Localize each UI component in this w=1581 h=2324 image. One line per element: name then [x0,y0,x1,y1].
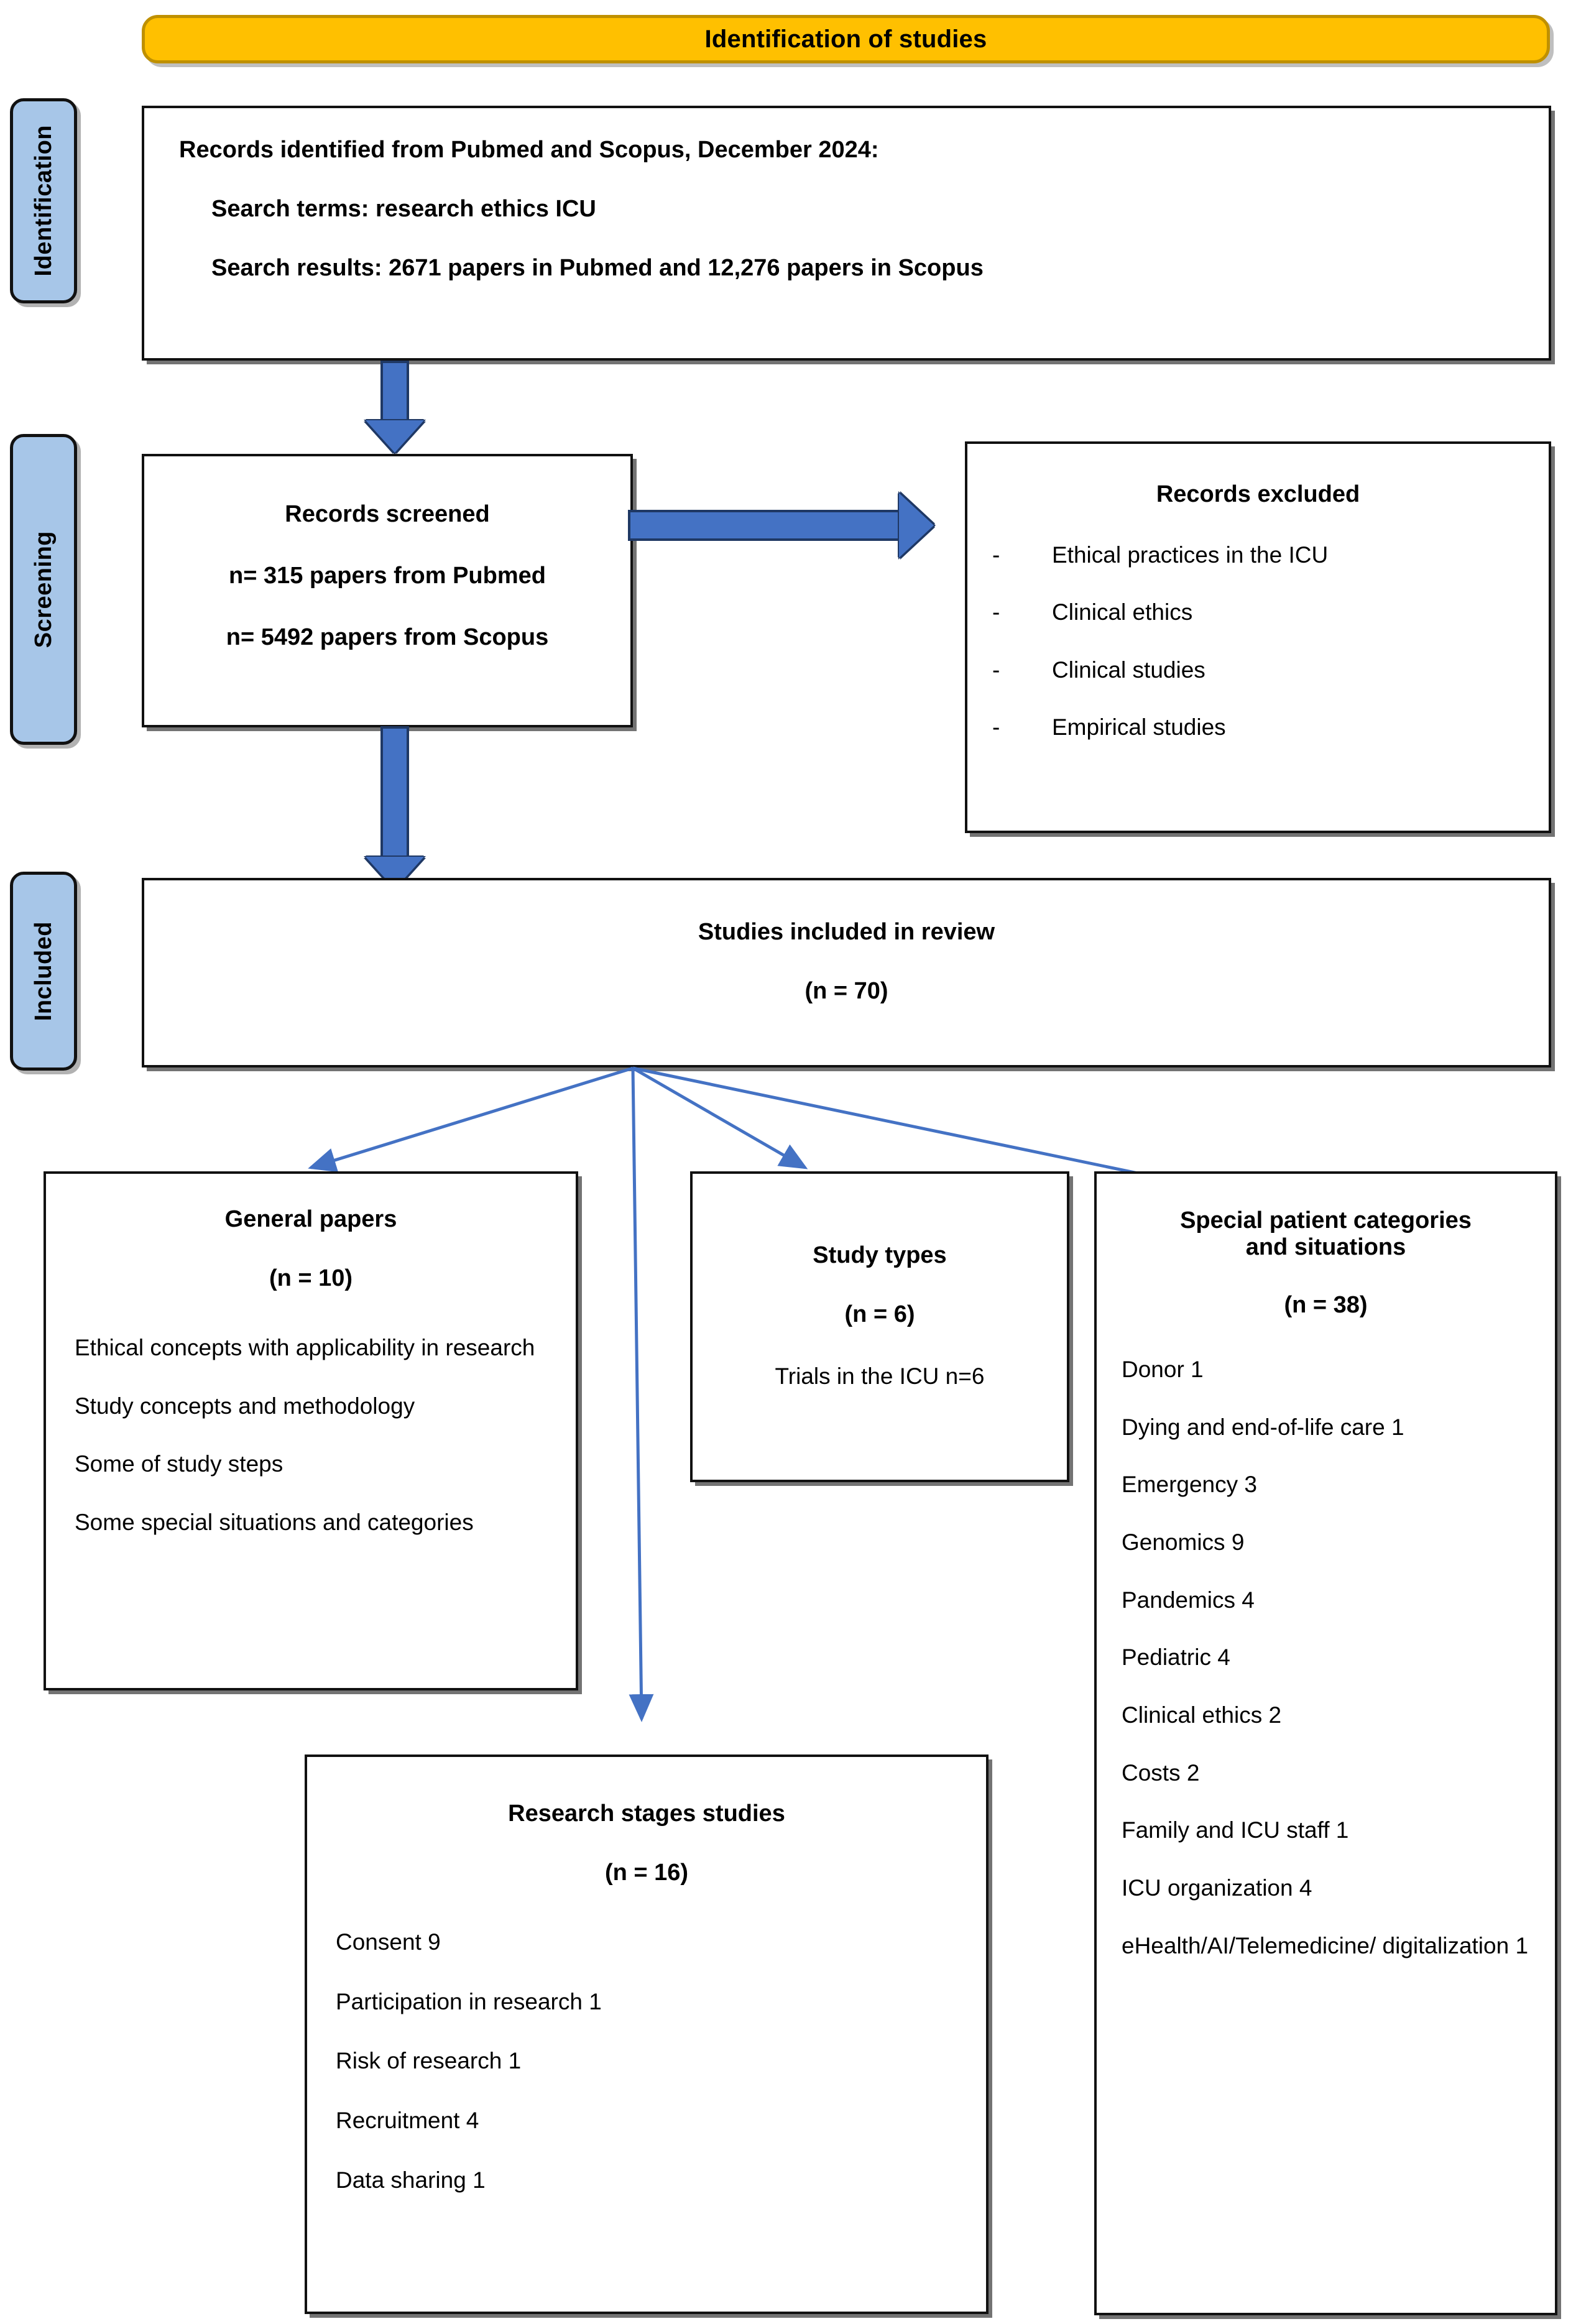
study-types-box: Study types (n = 6) Trials in the ICU n=… [690,1171,1069,1482]
special-patient-item-7: Clinical ethics 2 [1122,1702,1282,1728]
general-papers-count: (n = 10) [269,1265,353,1291]
research-stages-item-4: Recruitment 4 [336,2107,479,2133]
records-excluded-item-2: - Clinical ethics [992,599,1524,626]
bullet-dash-icon: - [992,599,1000,625]
special-patient-item-11: eHealth/AI/Telemedicine/ digitalization … [1122,1932,1529,1958]
research-stages-title: Research stages studies [508,1801,785,1827]
records-screened-title: Records screened [285,501,490,527]
records-excluded-item-1: - Ethical practices in the ICU [992,542,1524,569]
records-screened-pubmed: n= 315 papers from Pubmed [229,563,546,589]
records-identified-line1: Records identified from Pubmed and Scopu… [179,137,879,163]
stage-tab-included: Included [10,872,77,1071]
arrow-screened-to-included [361,726,429,891]
special-patient-item-4: Genomics 9 [1122,1529,1245,1555]
records-excluded-item-3-label: Clinical studies [1052,657,1205,683]
records-excluded-item-3: - Clinical studies [992,657,1524,684]
connector-to-general-papers [308,1066,634,1173]
study-types-item-1: Trials in the ICU n=6 [775,1363,985,1389]
bullet-dash-icon: - [992,714,1000,740]
connector-to-study-types [632,1066,808,1169]
records-screened-box: Records screened n= 315 papers from Pubm… [142,454,633,727]
arrow-identification-to-screening [361,361,429,454]
study-types-count: (n = 6) [844,1301,915,1327]
records-excluded-item-4: - Empirical studies [992,714,1524,741]
special-patient-item-2: Dying and end-of-life care 1 [1122,1414,1404,1440]
stage-tab-identification-label: Identification [30,125,57,277]
research-stages-item-3: Risk of research 1 [336,2048,522,2074]
records-identified-box: Records identified from Pubmed and Scopu… [142,106,1551,361]
special-patient-item-10: ICU organization 4 [1122,1874,1312,1901]
stage-tab-included-label: Included [30,921,57,1021]
records-excluded-item-2-label: Clinical ethics [1052,599,1193,625]
records-excluded-item-1-label: Ethical practices in the ICU [1052,542,1329,568]
records-identified-search-results: Search results: 2671 papers in Pubmed an… [211,255,984,281]
studies-included-title: Studies included in review [698,919,995,945]
records-excluded-title: Records excluded [1156,481,1360,507]
identification-of-studies-banner: Identification of studies [142,15,1550,63]
records-excluded-item-4-label: Empirical studies [1052,714,1226,740]
special-patient-item-6: Pediatric 4 [1122,1644,1230,1671]
special-patient-title-line-1: Special patient categories [1180,1207,1472,1233]
special-patient-item-3: Emergency 3 [1122,1472,1257,1498]
general-papers-item-2: Study concepts and methodology [75,1393,415,1419]
studies-included-box: Studies included in review (n = 70) [142,878,1551,1067]
general-papers-item-4: Some special situations and categories [75,1509,474,1535]
records-screened-scopus: n= 5492 papers from Scopus [226,624,549,650]
banner-title: Identification of studies [704,25,987,53]
records-excluded-box: Records excluded - Ethical practices in … [965,441,1551,833]
general-papers-box: General papers (n = 10) Ethical concepts… [44,1171,578,1690]
study-types-title: Study types [813,1242,947,1268]
records-identified-search-terms: Search terms: research ethics ICU [211,196,596,222]
special-patient-item-8: Costs 2 [1122,1759,1200,1786]
general-papers-title: General papers [224,1206,397,1232]
research-stages-count: (n = 16) [604,1860,689,1886]
research-stages-item-5: Data sharing 1 [336,2167,486,2193]
special-patient-item-9: Family and ICU staff 1 [1122,1817,1349,1843]
connector-to-research-stages [629,1067,654,1722]
special-patient-count: (n = 38) [1284,1292,1368,1318]
arrow-screened-to-excluded [628,491,954,563]
stage-tab-screening: Screening [10,434,77,745]
special-patient-title-line-2: and situations [1245,1234,1406,1260]
bullet-dash-icon: - [992,657,1000,683]
research-stages-item-1: Consent 9 [336,1929,441,1955]
general-papers-item-3: Some of study steps [75,1451,283,1477]
research-stages-studies-box: Research stages studies (n = 16) Consent… [305,1755,989,2314]
stage-tab-identification: Identification [10,98,77,303]
special-patient-item-1: Donor 1 [1122,1357,1204,1382]
research-stages-item-2: Participation in research 1 [336,1988,602,2014]
general-papers-item-1: Ethical concepts with applicability in r… [75,1335,535,1360]
studies-included-count: (n = 70) [804,978,888,1004]
special-patient-categories-box: Special patient categories and situation… [1094,1171,1557,2315]
special-patient-item-5: Pandemics 4 [1122,1587,1255,1613]
stage-tab-screening-label: Screening [30,530,57,648]
bullet-dash-icon: - [992,542,1000,568]
